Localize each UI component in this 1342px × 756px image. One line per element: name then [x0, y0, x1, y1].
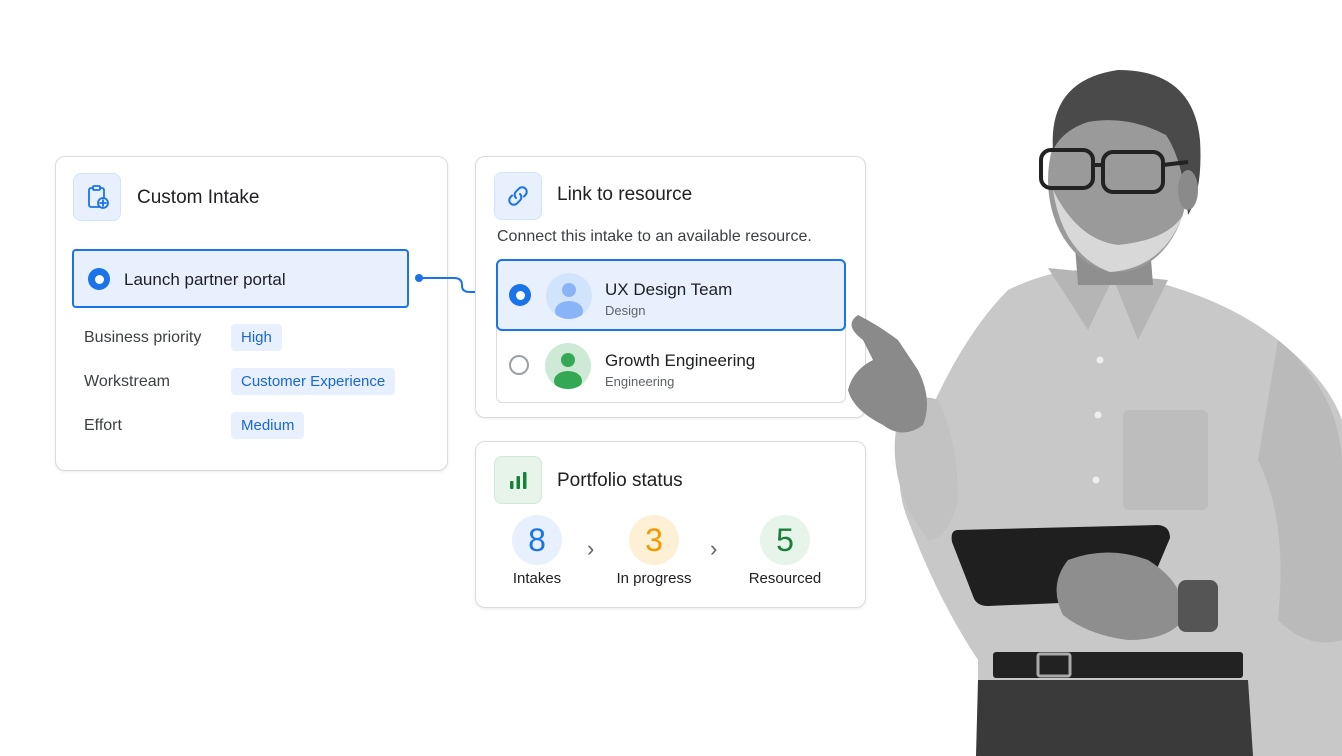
intake-item-label: Launch partner portal [124, 270, 286, 289]
link-resource-card: Link to resource Connect this intake to … [475, 156, 866, 418]
link-icon [494, 172, 542, 220]
resource-option-growth-engineering[interactable]: Growth Engineering Engineering [497, 331, 845, 401]
radio-selected-icon[interactable] [509, 284, 531, 306]
radio-selected-icon[interactable] [88, 268, 110, 290]
workstream-chip[interactable]: Customer Experience [231, 368, 396, 395]
team-avatar-icon [546, 273, 592, 319]
team-avatar-icon [545, 343, 591, 389]
resource-list: UX Design Team Design Growth Engineering… [496, 259, 846, 403]
link-card-subtitle: Connect this intake to an available reso… [497, 228, 812, 245]
resource-option-ux-design[interactable]: UX Design Team Design [496, 259, 846, 331]
property-label-workstream: Workstream [84, 373, 170, 390]
priority-chip[interactable]: High [231, 324, 282, 351]
stat-value: 5 [760, 515, 810, 565]
resource-team: Engineering [605, 374, 675, 389]
stat-intakes: 8 Intakes [482, 515, 592, 587]
clipboard-plus-icon [73, 173, 121, 221]
selected-intake-item[interactable]: Launch partner portal [72, 249, 409, 308]
stat-label: Resourced [748, 570, 822, 587]
bar-chart-icon [494, 456, 542, 504]
custom-intake-card: Custom Intake Launch partner portal Busi… [55, 156, 448, 471]
stat-label: In progress [616, 570, 692, 587]
chevron-right-icon: › [710, 536, 718, 561]
resource-name: UX Design Team [605, 280, 733, 299]
link-card-title: Link to resource [557, 184, 693, 205]
property-label-effort: Effort [84, 417, 122, 434]
stat-resourced: 5 Resourced [730, 515, 840, 587]
effort-chip[interactable]: Medium [231, 412, 305, 439]
stat-value: 8 [512, 515, 562, 565]
person-with-tablet-photo [848, 70, 1342, 756]
resource-name: Growth Engineering [605, 351, 756, 370]
radio-unselected-icon[interactable] [509, 355, 529, 375]
stat-in-progress: 3 In progress [599, 515, 709, 587]
stat-value: 3 [629, 515, 679, 565]
resource-team: Design [605, 303, 646, 318]
stat-label: Intakes [512, 570, 562, 587]
intake-card-title: Custom Intake [137, 187, 260, 208]
property-label-priority: Business priority [84, 329, 202, 346]
chevron-right-icon: › [587, 536, 595, 561]
portfolio-card-title: Portfolio status [557, 470, 683, 491]
portfolio-status-card: Portfolio status 8 Intakes › 3 In progre… [475, 441, 866, 608]
